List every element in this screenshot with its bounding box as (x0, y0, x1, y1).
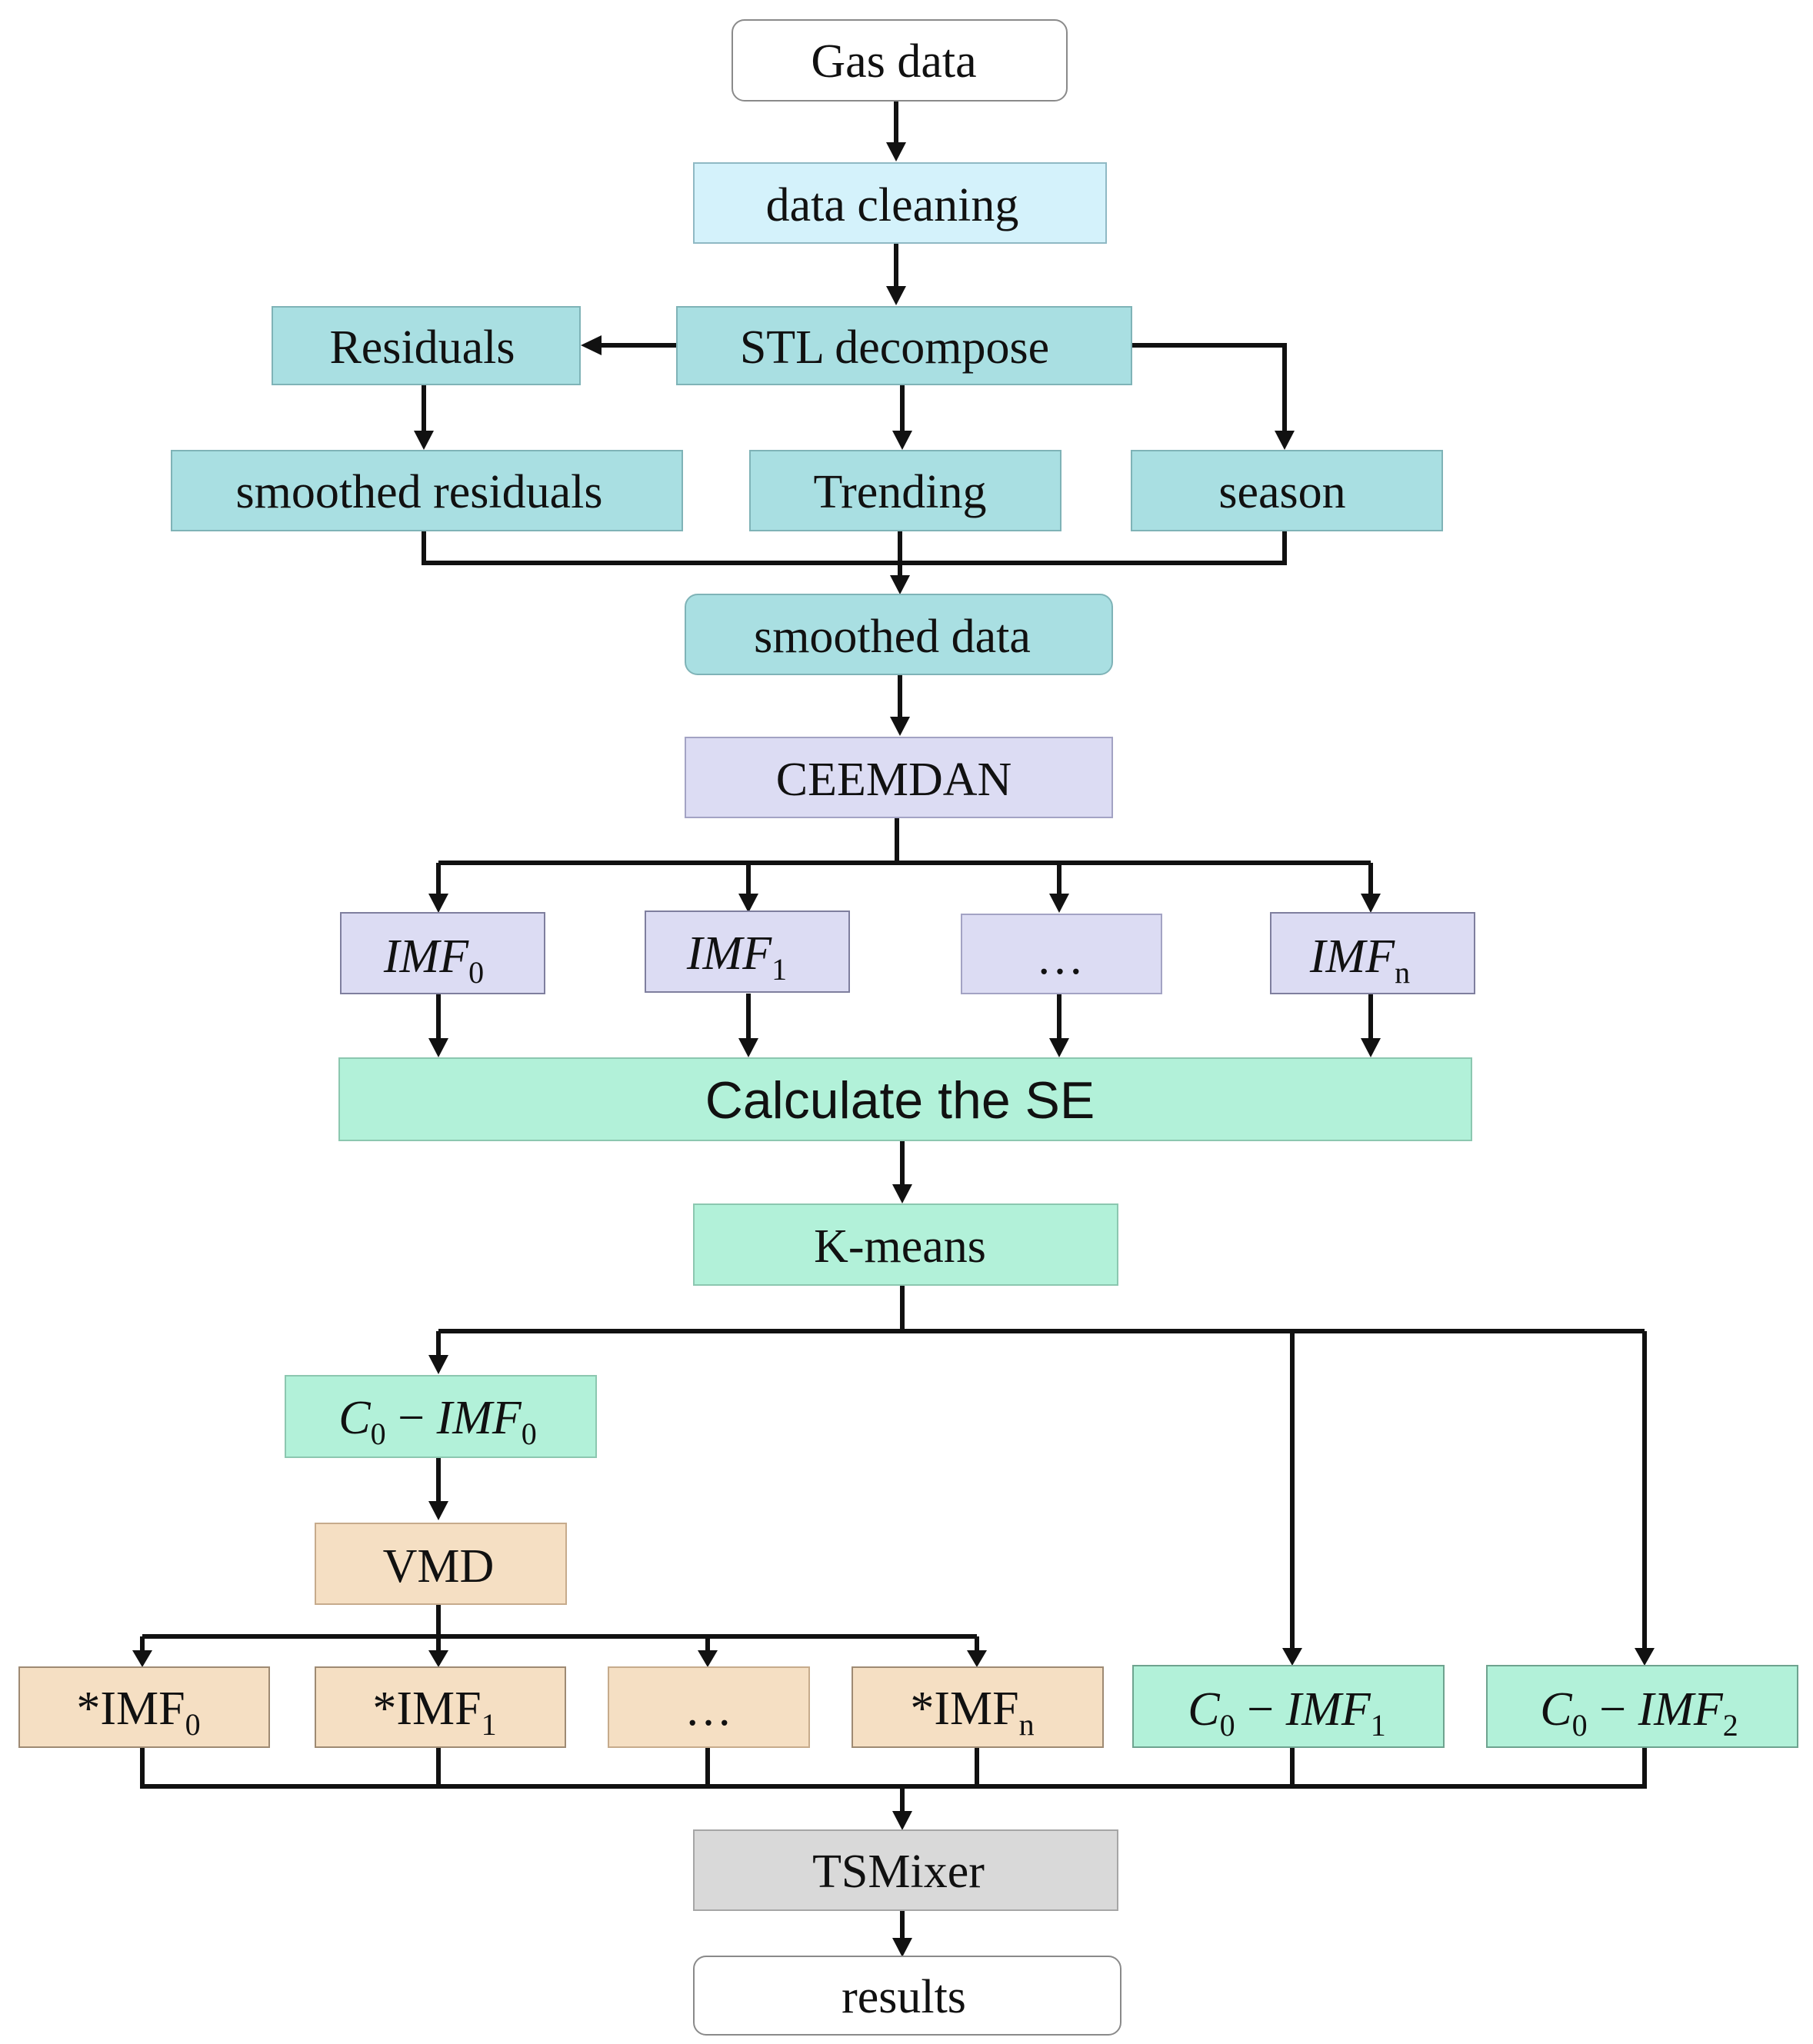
node-c0-imf2-label: C0 − IMF2 (1540, 1683, 1738, 1743)
node-trending-label: Trending (813, 466, 986, 518)
node-vmd-label: VMD (383, 1540, 495, 1593)
arrowhead-se-4 (1361, 1038, 1381, 1057)
node-imf1-label: IMF1 (686, 927, 787, 987)
node-c0-imf0-label: C0 − IMF0 (338, 1392, 537, 1451)
arrowhead-imfn (1361, 894, 1381, 913)
node-kmeans-label: K-means (814, 1220, 986, 1273)
node-imfn: IMFn (1270, 912, 1475, 994)
arrowhead-season (1275, 431, 1295, 450)
arrowhead-stl (886, 286, 906, 305)
arrowhead-simfn (967, 1650, 987, 1667)
node-season-label: season (1218, 466, 1345, 518)
node-ceemdan: CEEMDAN (685, 737, 1113, 818)
node-simf0-label: *IMF0 (76, 1683, 200, 1742)
node-stl-decompose: STL decompose (676, 306, 1132, 385)
node-c0-imf0: C0 − IMF0 (285, 1375, 597, 1458)
node-smoothed-residuals: smoothed residuals (171, 450, 683, 531)
arrowhead-imf1 (738, 894, 758, 913)
node-ceemdan-label: CEEMDAN (776, 754, 1012, 806)
arrowhead-tsmixer (892, 1811, 912, 1830)
node-residuals-label: Residuals (329, 321, 515, 374)
node-residuals: Residuals (272, 306, 581, 385)
node-imf0: IMF0 (340, 912, 545, 994)
node-data-cleaning: data cleaning (693, 162, 1107, 244)
node-vmd: VMD (315, 1523, 567, 1605)
arrowhead-simf1 (428, 1650, 448, 1667)
arrowhead-c0-imf2 (1635, 1648, 1655, 1666)
node-smoothed-data: smoothed data (685, 594, 1113, 675)
node-calculate-se-label: Calculate the SE (705, 1071, 1095, 1130)
arrowhead-c0-imf0 (428, 1355, 448, 1374)
node-smoothed-residuals-label: smoothed residuals (236, 466, 603, 518)
node-gas-data: Gas data (732, 19, 1068, 102)
node-imfn-label: IMFn (1309, 930, 1410, 990)
arrowhead-trending (892, 431, 912, 450)
arrowhead-vmd (428, 1501, 448, 1520)
node-results-label: results (842, 1971, 966, 2023)
arrowhead-se-2 (738, 1038, 758, 1057)
arrowheads (132, 142, 1655, 1957)
connector-final-bus (140, 1747, 1647, 1789)
arrowhead-ceemdan (890, 717, 910, 736)
node-imf-ellipsis-label: … (1036, 932, 1084, 984)
node-trending: Trending (749, 450, 1061, 531)
arrowhead-residuals (581, 335, 602, 355)
connector-merge-bus (422, 531, 1287, 565)
arrowhead-simf-ellipsis (698, 1650, 718, 1667)
node-simf1: *IMF1 (315, 1666, 566, 1748)
arrowhead-kmeans (892, 1184, 912, 1203)
arrowhead-smoothed-data (890, 575, 910, 594)
node-calculate-se: Calculate the SE (338, 1057, 1472, 1141)
arrowhead-imf-ellipsis (1049, 894, 1069, 913)
node-simf0: *IMF0 (18, 1666, 270, 1748)
node-c0-imf1: C0 − IMF1 (1132, 1665, 1445, 1748)
connectors (140, 101, 1647, 1938)
arrowhead-se-1 (428, 1038, 448, 1057)
node-results: results (693, 1956, 1121, 2036)
node-stl-label: STL decompose (740, 321, 1049, 374)
node-c0-imf1-label: C0 − IMF1 (1188, 1683, 1386, 1743)
node-imf0-label: IMF0 (383, 930, 484, 990)
node-simfn: *IMFn (852, 1666, 1104, 1748)
arrowhead-results (892, 1938, 912, 1957)
node-simfn-label: *IMFn (910, 1683, 1034, 1742)
node-imf1: IMF1 (645, 910, 850, 993)
node-c0-imf2: C0 − IMF2 (1486, 1665, 1798, 1748)
node-season: season (1131, 450, 1443, 531)
node-tsmixer-label: TSMixer (812, 1846, 985, 1898)
arrowhead-se-3 (1049, 1038, 1069, 1057)
arrowhead-c0-imf1 (1282, 1648, 1302, 1666)
arrowhead-imf0 (428, 894, 448, 913)
connector-stl-to-season (1131, 343, 1287, 431)
arrowhead-cleaning (886, 142, 906, 161)
node-gas-data-label: Gas data (811, 35, 976, 88)
node-simf1-label: *IMF1 (372, 1683, 496, 1742)
node-data-cleaning-label: data cleaning (766, 179, 1019, 231)
node-tsmixer: TSMixer (693, 1829, 1118, 1911)
node-simf-ellipsis-label: … (685, 1683, 732, 1736)
node-kmeans: K-means (693, 1203, 1118, 1286)
node-simf-ellipsis: … (608, 1666, 810, 1748)
node-imf-ellipsis: … (961, 914, 1162, 994)
arrowhead-simf0 (132, 1650, 152, 1667)
node-smoothed-data-label: smoothed data (754, 611, 1031, 663)
arrowhead-smoothed-residuals (414, 431, 434, 450)
